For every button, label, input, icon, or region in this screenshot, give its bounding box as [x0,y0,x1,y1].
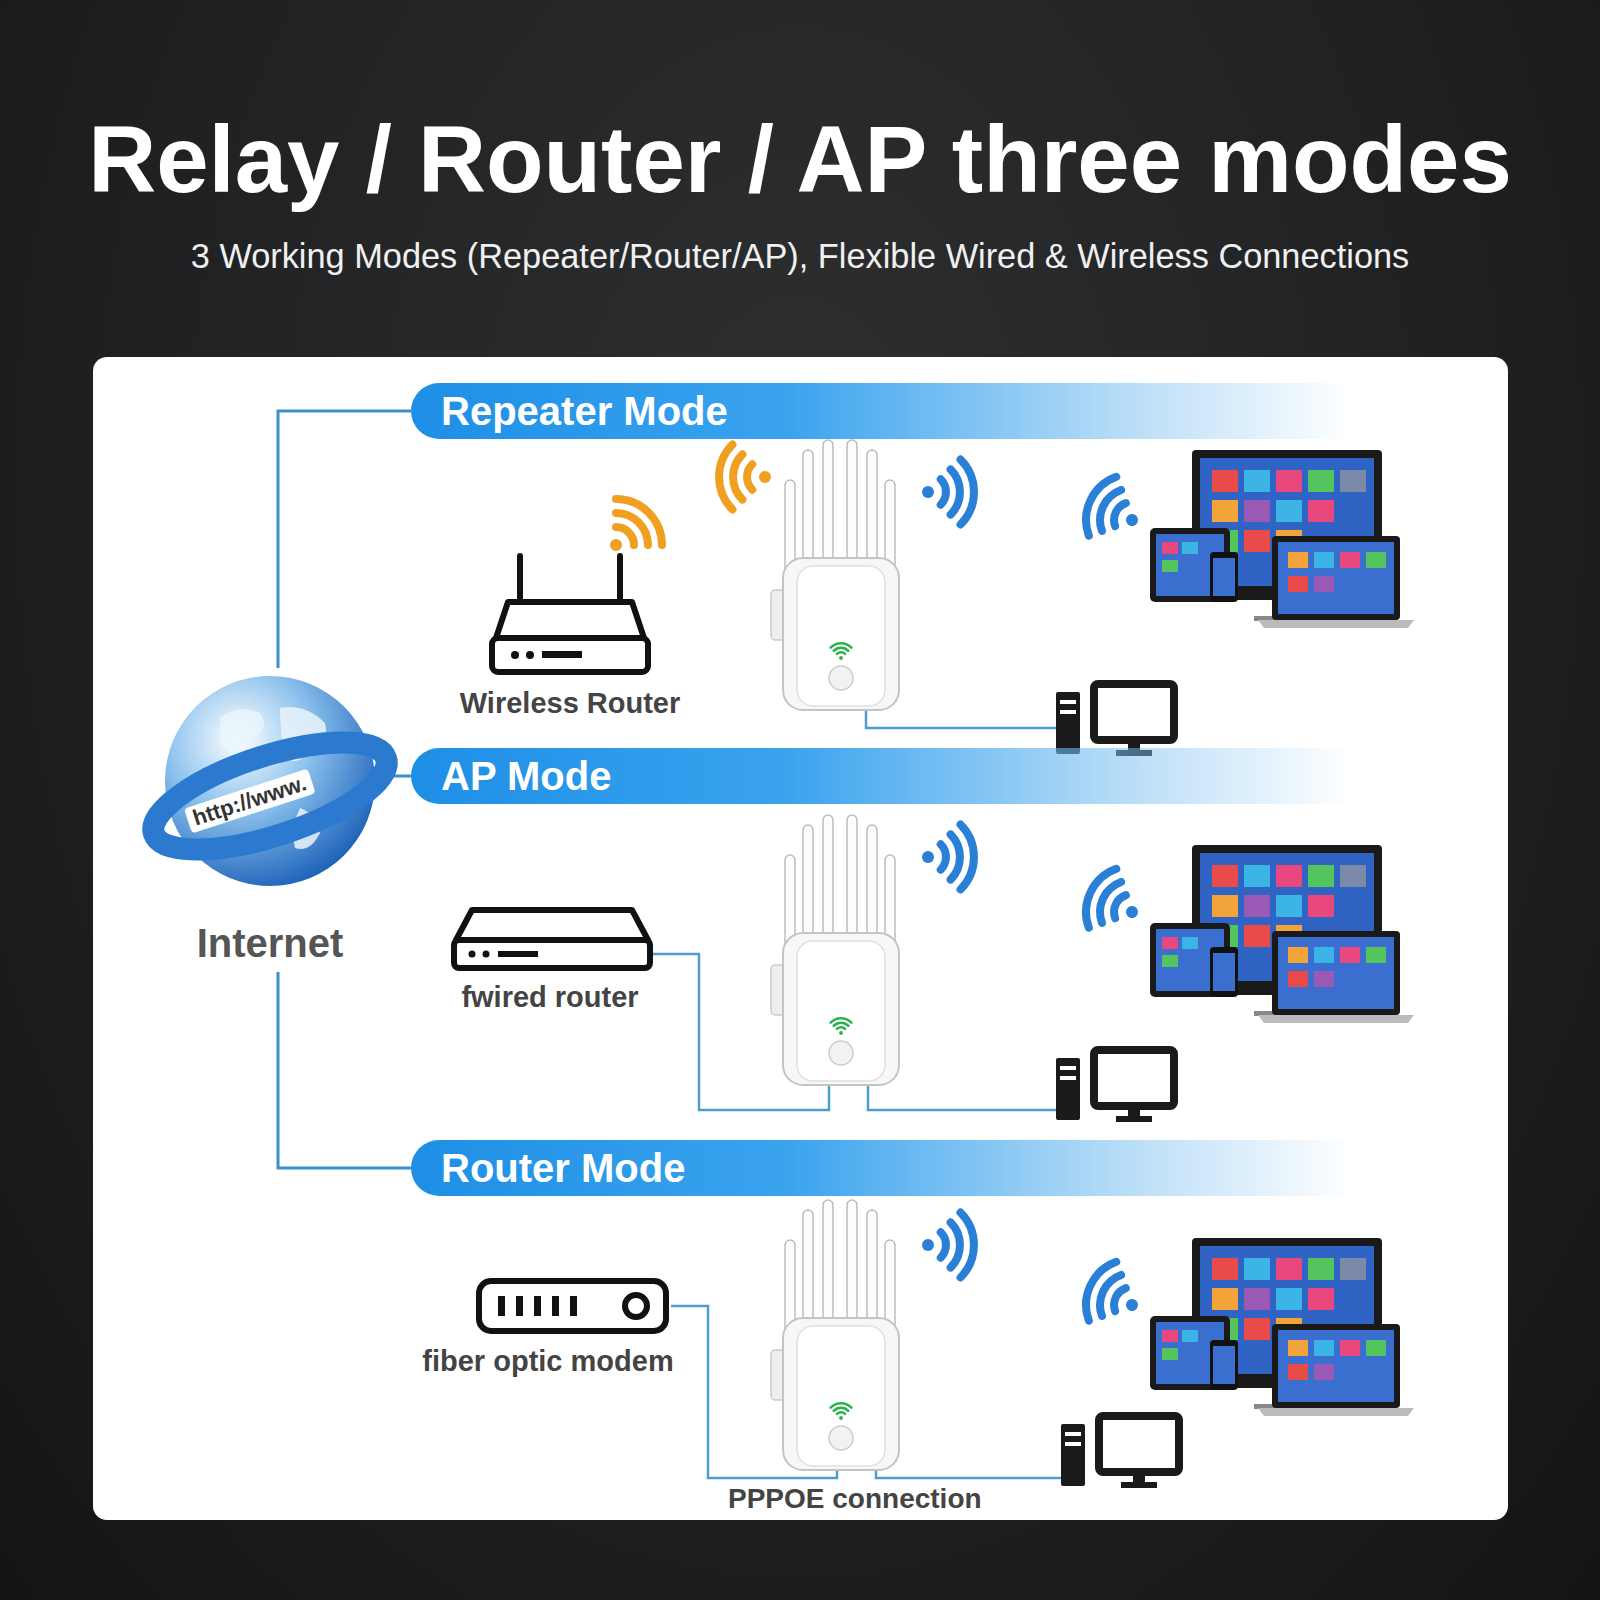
page-caption: 3 Working Modes (Repeater/Router/AP), Fl… [0,236,1600,277]
band-label: Router Mode [441,1146,685,1190]
desktop-pc [1056,684,1174,756]
extender-device [771,815,899,1085]
device-label: fwired router [410,980,690,1015]
device-icon-node: fiber optic modem [398,1270,698,1383]
extender-device [771,1200,899,1470]
client-devices [1150,845,1414,1023]
mode-band: Router Mode [411,1140,1351,1196]
cables [652,710,1061,1478]
band-label: Repeater Mode [441,389,728,433]
device-label: fiber optic modem [398,1344,698,1379]
wifi-signal [589,490,672,573]
note-label: PPPOE connection [728,1483,982,1515]
page-title: Relay / Router / AP three modes [0,108,1600,212]
client-devices [1150,1238,1414,1416]
connector [278,972,411,1168]
wifi-signal [922,825,974,890]
wifi-signal [922,1213,974,1278]
client-devices [1150,450,1414,628]
mode-band: AP Mode [411,748,1351,804]
wifi-signal [922,460,974,525]
mode-band: Repeater Mode [411,383,1351,439]
device-label: Wireless Router [430,686,710,721]
wifi-signal [1077,1256,1152,1337]
device-icon-node: fwired router [410,900,690,1019]
extender-device [771,440,899,710]
connector [278,411,411,668]
modem-icon [398,1270,698,1336]
wireless-icon [430,550,710,678]
wifi-signal [719,445,771,510]
desktop-pc [1061,1416,1179,1488]
internet-globe: http://www.Internet [150,668,390,972]
internet-label: Internet [150,920,390,966]
wifi-signal [1077,471,1152,552]
wifi-signal [1077,863,1152,944]
device-icon-node: Wireless Router [430,550,710,725]
band-label: AP Mode [441,754,611,798]
wired-icon [410,900,690,972]
white-panel [93,357,1508,1520]
desktop-pc [1056,1050,1174,1122]
